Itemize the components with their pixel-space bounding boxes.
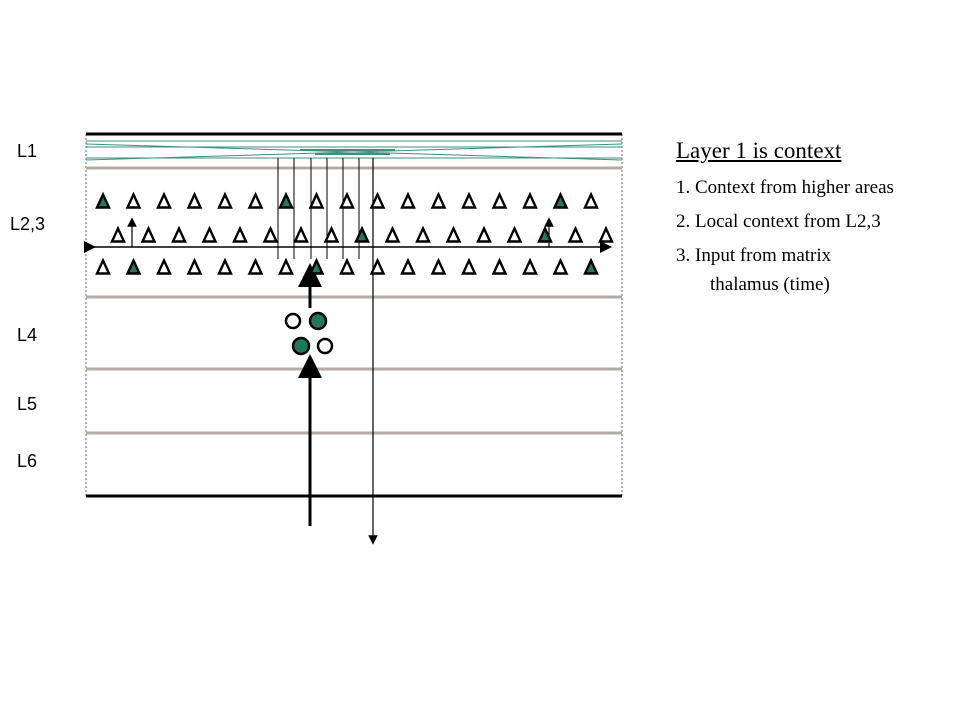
pyramidal-neuron bbox=[323, 225, 340, 243]
pyramidal-neuron-active bbox=[278, 191, 294, 209]
context-item-2: 2. Local context from L2,3 bbox=[676, 211, 881, 232]
l4-cell-filled bbox=[291, 336, 311, 356]
pyramidal-neuron bbox=[430, 257, 447, 275]
pyramidal-neuron bbox=[445, 225, 462, 243]
pyramidal-neuron bbox=[476, 225, 492, 243]
pyramidal-neuron bbox=[384, 225, 401, 243]
pyramidal-neurons bbox=[95, 191, 614, 275]
pyramidal-neuron-active bbox=[537, 225, 553, 243]
context-item-3-continued: thalamus (time) bbox=[710, 274, 830, 295]
pyramidal-neuron-active bbox=[95, 191, 111, 209]
pyramidal-neuron bbox=[278, 257, 294, 275]
pyramidal-neuron bbox=[369, 257, 386, 275]
pyramidal-neuron bbox=[552, 257, 569, 275]
pyramidal-neuron bbox=[247, 257, 264, 275]
layer-label-l1: L1 bbox=[17, 141, 38, 161]
l4-cell-open bbox=[284, 312, 302, 330]
pyramidal-neuron bbox=[125, 191, 142, 209]
pyramidal-neuron bbox=[522, 257, 538, 275]
pyramidal-neuron bbox=[186, 191, 203, 209]
pyramidal-neuron bbox=[567, 225, 584, 243]
pyramidal-neuron bbox=[201, 225, 218, 243]
pyramidal-neuron-active bbox=[583, 257, 599, 275]
pyramidal-neuron bbox=[369, 191, 386, 209]
pyramidal-neuron bbox=[217, 191, 233, 209]
pyramidal-neuron bbox=[598, 225, 614, 243]
pyramidal-neuron bbox=[339, 257, 355, 275]
pyramidal-neuron bbox=[400, 191, 416, 209]
pyramidal-neuron-active bbox=[354, 225, 370, 243]
pyramidal-neuron bbox=[308, 191, 325, 209]
pyramidal-neuron bbox=[506, 225, 523, 243]
pyramidal-neuron bbox=[491, 191, 508, 209]
pyramidal-neuron bbox=[339, 191, 355, 209]
l4-cells bbox=[284, 311, 334, 356]
context-title: Layer 1 is context bbox=[676, 138, 842, 163]
pyramidal-neuron bbox=[583, 191, 599, 209]
pyramidal-neuron bbox=[156, 191, 172, 209]
layer-label-l5: L5 bbox=[17, 394, 38, 414]
pyramidal-neuron bbox=[415, 225, 431, 243]
context-item-1: 1. Context from higher areas bbox=[676, 177, 894, 198]
layer-label-l4: L4 bbox=[17, 325, 38, 345]
pyramidal-neuron bbox=[186, 257, 203, 275]
pyramidal-neuron bbox=[461, 257, 477, 275]
l4-cell-open bbox=[316, 337, 334, 355]
pyramidal-neuron bbox=[156, 257, 172, 275]
pyramidal-neuron bbox=[522, 191, 538, 209]
context-item-3: 3. Input from matrix bbox=[676, 245, 832, 266]
pyramidal-neuron bbox=[95, 257, 111, 275]
pyramidal-neuron bbox=[217, 257, 233, 275]
pyramidal-neuron-active bbox=[125, 257, 142, 275]
pyramidal-neuron bbox=[232, 225, 248, 243]
pyramidal-neuron bbox=[247, 191, 264, 209]
pyramidal-neuron bbox=[293, 225, 309, 243]
pyramidal-neuron-active bbox=[308, 257, 325, 275]
pyramidal-neuron bbox=[430, 191, 447, 209]
pyramidal-neuron bbox=[171, 225, 187, 243]
l1-fibers bbox=[85, 140, 623, 161]
pyramidal-neuron-active bbox=[552, 191, 569, 209]
l4-cell-filled bbox=[308, 311, 328, 331]
pyramidal-neuron bbox=[262, 225, 279, 243]
pyramidal-neuron bbox=[461, 191, 477, 209]
layer-label-l23: L2,3 bbox=[10, 214, 46, 234]
pyramidal-neuron bbox=[140, 225, 157, 243]
pyramidal-neuron bbox=[400, 257, 416, 275]
pyramidal-neuron bbox=[110, 225, 126, 243]
pyramidal-neuron bbox=[491, 257, 508, 275]
layer-label-l6: L6 bbox=[17, 451, 38, 471]
